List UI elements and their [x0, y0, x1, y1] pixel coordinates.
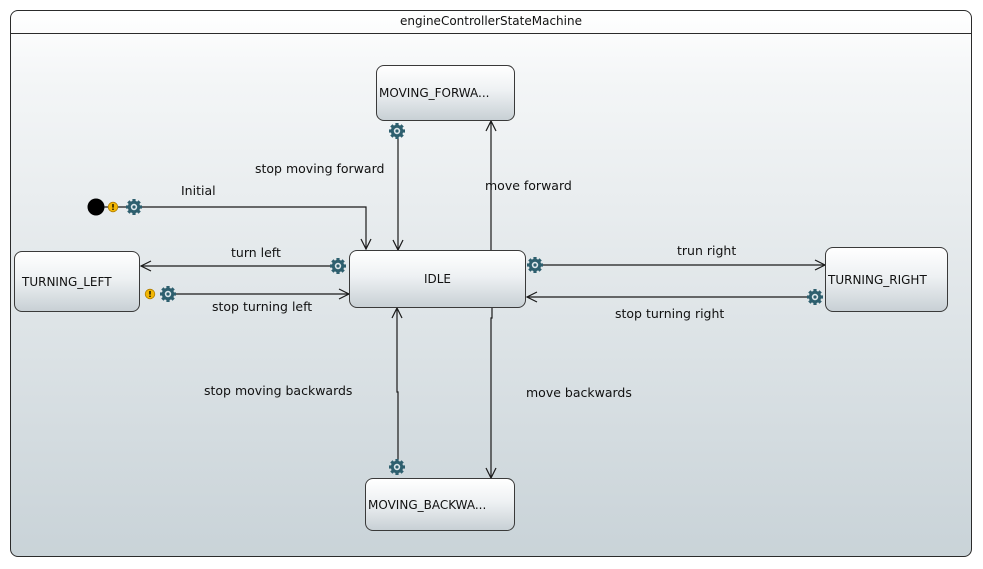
label-trun-right: trun right	[677, 243, 737, 258]
label-move-forward: move forward	[485, 178, 572, 193]
arrowhead-turn-left	[139, 260, 152, 272]
arrowhead-move-forward	[485, 119, 497, 132]
label-stop-moving-backwards: stop moving backwards	[204, 383, 353, 398]
warning-icon[interactable]	[144, 288, 156, 300]
gear-icon[interactable]	[160, 286, 176, 302]
transition-move-backwards[interactable]	[490, 308, 493, 478]
state-idle[interactable]: IDLE	[349, 250, 526, 308]
state-moving-backward[interactable]: MOVING_BACKWA...	[365, 478, 515, 531]
arrowhead-stop-turning-right	[525, 291, 538, 303]
gear-icon[interactable]	[389, 123, 405, 139]
transition-initial[interactable]	[142, 206, 367, 249]
label-stop-turning-right: stop turning right	[615, 306, 725, 321]
label-stop-turning-left: stop turning left	[212, 299, 313, 314]
arrowhead-initial	[360, 238, 372, 251]
gear-icon[interactable]	[330, 258, 346, 274]
state-machine-title: engineControllerStateMachine	[11, 11, 971, 34]
initial-pseudostate-icon[interactable]	[87, 198, 105, 216]
label-initial: Initial	[181, 183, 216, 198]
gear-icon[interactable]	[527, 257, 543, 273]
label-stop-moving-forward: stop moving forward	[255, 161, 385, 176]
gear-icon[interactable]	[126, 199, 142, 215]
transition-stop-moving-backwards[interactable]	[396, 308, 399, 460]
state-turning-right[interactable]: TURNING_RIGHT	[825, 247, 948, 312]
arrowhead-stop-moving-backwards	[391, 306, 403, 319]
gear-icon[interactable]	[807, 289, 823, 305]
warning-icon[interactable]	[107, 201, 119, 213]
state-moving-forward[interactable]: MOVING_FORWA...	[376, 65, 515, 121]
label-move-backwards: move backwards	[526, 385, 632, 400]
label-turn-left: turn left	[231, 245, 281, 260]
gear-icon[interactable]	[389, 459, 405, 475]
state-turning-left[interactable]: TURNING_LEFT	[14, 251, 140, 312]
